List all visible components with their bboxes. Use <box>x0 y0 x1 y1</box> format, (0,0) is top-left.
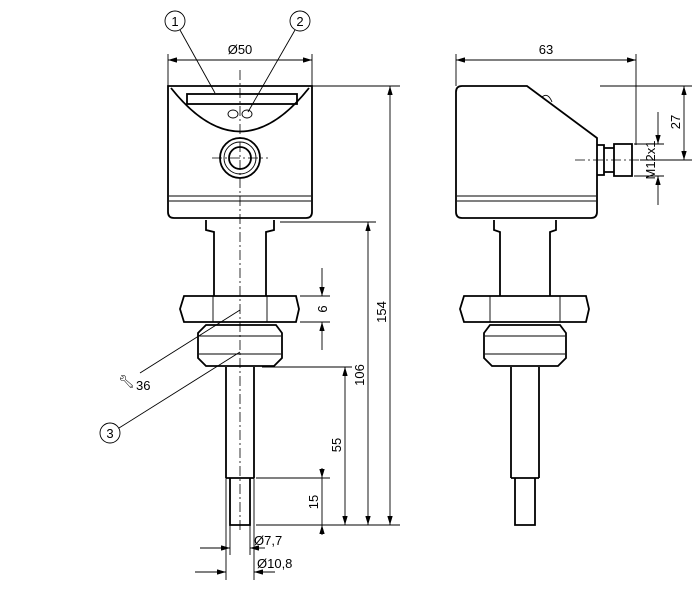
dim-probe-diameter: Ø10,8 <box>257 556 292 571</box>
wrench-icon: 🔧︎ <box>118 374 135 389</box>
dim-tip-length: 15 <box>306 495 321 509</box>
side-dimensions: 63 27 M12x1 <box>455 42 692 205</box>
led <box>241 109 253 119</box>
callout-2: 2 <box>296 14 303 29</box>
dim-probe-length: 55 <box>329 438 344 452</box>
thread <box>197 324 283 367</box>
dim-total-length: 154 <box>374 301 389 323</box>
side-view <box>455 85 640 526</box>
front-view <box>167 70 313 530</box>
hex-nut <box>179 295 300 323</box>
display <box>186 93 298 105</box>
callout-3: 3 <box>106 426 113 441</box>
led <box>227 109 239 119</box>
dim-length-106: 106 <box>352 364 367 386</box>
dim-width: Ø50 <box>228 42 253 57</box>
probe <box>225 367 255 478</box>
dim-depth: 63 <box>539 42 553 57</box>
front-dimensions: Ø50 1 2 3 🔧︎ 36 154 106 55 15 9 Ø7,7 Ø10… <box>99 10 400 580</box>
dim-tip-diameter: Ø7,7 <box>254 533 282 548</box>
connector-thread: M12x1 <box>643 140 658 179</box>
dim-connector-height: 27 <box>668 115 683 129</box>
dim-wrench-size: 36 <box>136 378 150 393</box>
callout-1: 1 <box>171 14 178 29</box>
dim-nut-height: 9 <box>315 305 330 312</box>
